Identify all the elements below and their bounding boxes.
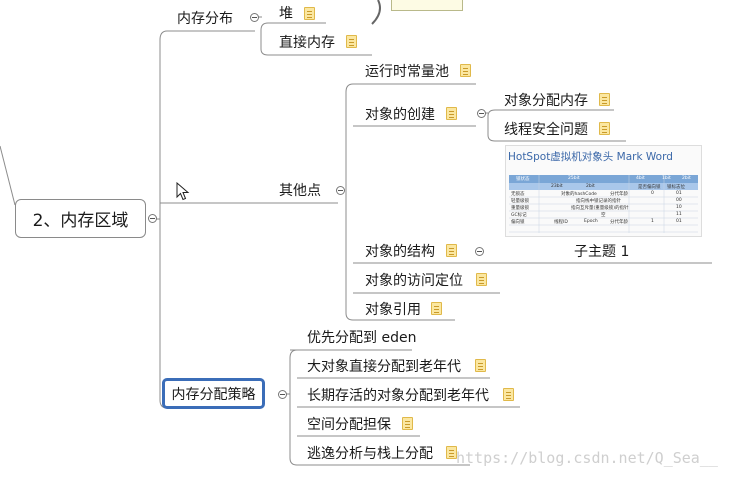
note-icon[interactable] xyxy=(599,122,610,135)
note-icon[interactable] xyxy=(431,302,442,315)
topic-object-access[interactable]: 对象的访问定位 xyxy=(365,273,463,289)
note-icon[interactable] xyxy=(476,273,487,286)
note-icon[interactable] xyxy=(503,388,514,401)
topic-thread-safety[interactable]: 线程安全问题 xyxy=(504,122,588,138)
object-structure-collapse-icon[interactable] xyxy=(475,247,484,256)
topic-large-object[interactable]: 大对象直接分配到老年代 xyxy=(307,359,461,375)
note-icon[interactable] xyxy=(446,244,457,257)
topic-object-allocation[interactable]: 对象分配内存 xyxy=(504,93,588,109)
markword-table-image: HotSpot虚拟机对象头 Mark Word 锁状态 25bit 4bit 1… xyxy=(505,145,702,237)
note-icon[interactable] xyxy=(346,35,357,48)
note-icon[interactable] xyxy=(475,359,486,372)
topic-others[interactable]: 其他点 xyxy=(279,183,321,199)
topic-long-lived[interactable]: 长期存活的对象分配到老年代 xyxy=(307,388,489,404)
note-icon[interactable] xyxy=(599,93,610,106)
note-icon[interactable] xyxy=(460,64,471,77)
others-collapse-icon[interactable] xyxy=(336,186,345,195)
markword-title: HotSpot虚拟机对象头 Mark Word xyxy=(508,151,673,163)
topic-object-structure[interactable]: 对象的结构 xyxy=(365,244,435,260)
topic-space-guarantee[interactable]: 空间分配担保 xyxy=(307,417,391,433)
topic-eden[interactable]: 优先分配到 eden xyxy=(307,330,417,346)
markword-grid xyxy=(509,175,698,233)
note-icon[interactable] xyxy=(446,446,457,459)
topic-memory-layout[interactable]: 内存分布 xyxy=(177,11,233,27)
note-icon[interactable] xyxy=(304,7,315,20)
topic-subtopic-1[interactable]: 子主题 1 xyxy=(574,244,630,260)
note-icon[interactable] xyxy=(402,417,413,430)
object-creation-collapse-icon[interactable] xyxy=(477,109,486,118)
root-topic[interactable]: 2、内存区域 xyxy=(15,199,146,238)
allocation-strategy-collapse-icon[interactable] xyxy=(278,390,287,399)
topic-allocation-strategy[interactable]: 内存分配策略 xyxy=(162,378,265,409)
root-collapse-icon[interactable] xyxy=(148,214,157,223)
memory-layout-collapse-icon[interactable] xyxy=(250,13,259,22)
topic-direct-memory[interactable]: 直接内存 xyxy=(279,35,335,51)
note-icon[interactable] xyxy=(446,107,457,120)
mouse-cursor-icon xyxy=(176,182,190,201)
topic-heap[interactable]: 堆 xyxy=(279,6,293,22)
watermark: https://blog.csdn.net/Q_Sea__ xyxy=(456,449,718,467)
cropped-callout-box xyxy=(391,0,463,11)
topic-object-reference[interactable]: 对象引用 xyxy=(365,302,421,318)
topic-escape-analysis[interactable]: 逃逸分析与栈上分配 xyxy=(307,446,433,462)
topic-object-creation[interactable]: 对象的创建 xyxy=(365,107,435,123)
topic-constant-pool[interactable]: 运行时常量池 xyxy=(365,64,449,80)
